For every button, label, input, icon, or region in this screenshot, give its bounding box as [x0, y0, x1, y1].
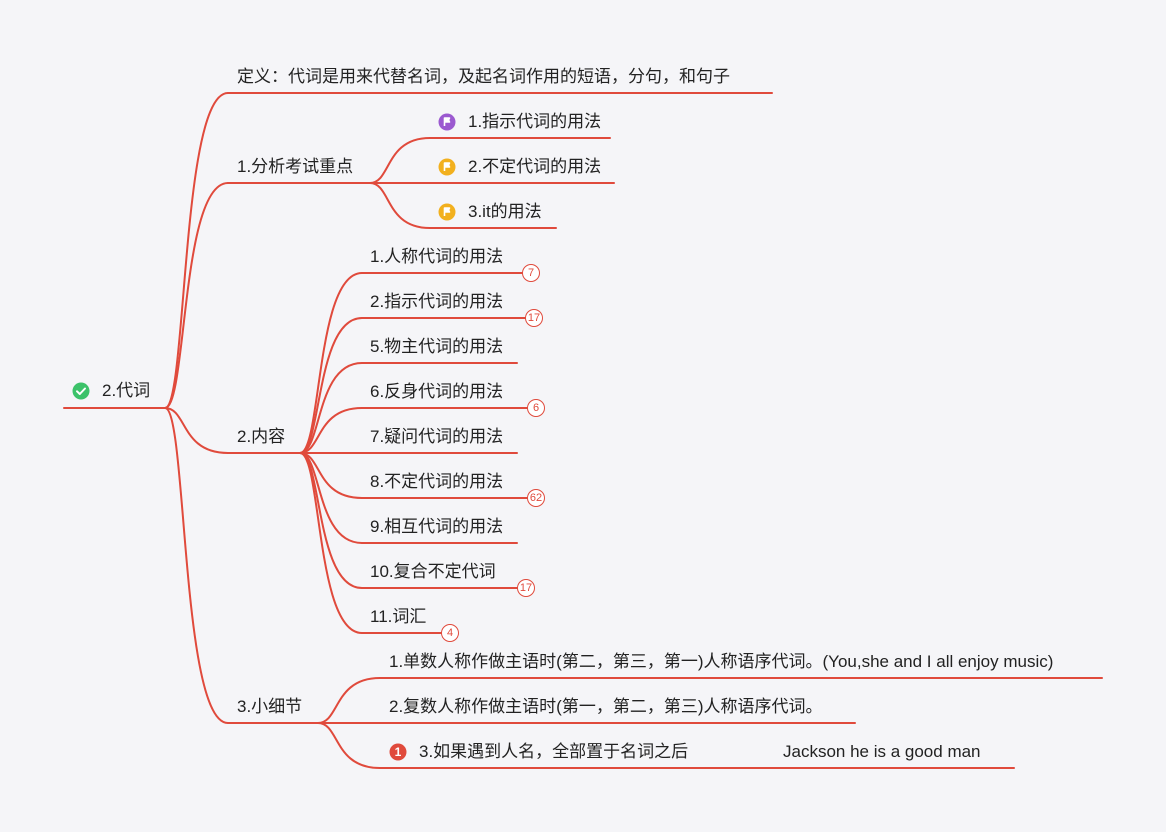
content-item[interactable]: 1.人称代词的用法 [370, 247, 503, 267]
analysis-item[interactable]: 2.不定代词的用法 [438, 157, 601, 177]
content-item-label: 1.人称代词的用法 [370, 247, 504, 266]
flag-yellow-icon [438, 158, 456, 176]
content-item[interactable]: 7.疑问代词的用法 [370, 427, 503, 447]
content-connector [299, 452, 363, 634]
root-label: 2.代词 [102, 381, 151, 400]
count-badge[interactable]: 7 [522, 264, 540, 282]
content-node[interactable]: 2.内容 [237, 427, 285, 447]
analysis-node[interactable]: 1.分析考试重点 [237, 157, 353, 177]
content-connector [299, 362, 363, 454]
example-node[interactable]: Jackson he is a good man [783, 742, 981, 762]
content-item-label: 2.指示代词的用法 [370, 292, 504, 311]
content-item-label: 6.反身代词的用法 [370, 382, 504, 401]
content-item-label: 5.物主代词的用法 [370, 337, 504, 356]
content-item[interactable]: 2.指示代词的用法 [370, 292, 503, 312]
content-connector [299, 272, 363, 454]
analysis-connector [369, 182, 431, 229]
definition-label: 定义：代词是用来代替名词，及起名词作用的短语，分句，和句子 [237, 67, 730, 86]
content-item[interactable]: 8.不定代词的用法 [370, 472, 503, 492]
details-item[interactable]: 2.复数人称作做主语时(第一，第二，第三)人称语序代词。 [389, 697, 823, 717]
content-item[interactable]: 10.复合不定代词 [370, 562, 496, 582]
details-item-label: 2.复数人称作做主语时(第一，第二，第三)人称语序代词。 [389, 697, 823, 716]
root-connector [164, 407, 229, 454]
content-item[interactable]: 5.物主代词的用法 [370, 337, 503, 357]
count-badge[interactable]: 4 [441, 624, 459, 642]
details-item[interactable]: 1 3.如果遇到人名，全部置于名词之后 [389, 742, 688, 762]
flag-yellow-icon [438, 203, 456, 221]
content-item[interactable]: 6.反身代词的用法 [370, 382, 503, 402]
analysis-item[interactable]: 3.it的用法 [438, 202, 542, 222]
content-item-label: 7.疑问代词的用法 [370, 427, 504, 446]
analysis-item-label: 1.指示代词的用法 [468, 112, 602, 131]
content-item-label: 8.不定代词的用法 [370, 472, 504, 491]
check-circle-icon [72, 382, 90, 400]
count-badge[interactable]: 6 [527, 399, 545, 417]
content-item-label: 9.相互代词的用法 [370, 517, 504, 536]
details-item[interactable]: 1.单数人称作做主语时(第二，第三，第一)人称语序代词。(You,she and… [389, 652, 1053, 672]
content-connector [299, 317, 363, 454]
example-label: Jackson he is a good man [783, 742, 981, 761]
details-connector [317, 722, 381, 769]
details-item-label: 1.单数人称作做主语时(第二，第三，第一)人称语序代词。(You,she and… [389, 652, 1054, 671]
priority-1-icon: 1 [389, 743, 407, 761]
analysis-item-label: 3.it的用法 [468, 202, 542, 221]
content-item-label: 10.复合不定代词 [370, 562, 496, 581]
count-badge[interactable]: 17 [525, 309, 543, 327]
details-connector [317, 677, 381, 724]
analysis-item[interactable]: 1.指示代词的用法 [438, 112, 601, 132]
root-node[interactable]: 2.代词 [72, 381, 150, 401]
count-badge[interactable]: 62 [527, 489, 545, 507]
root-connector [164, 182, 229, 409]
analysis-label: 1.分析考试重点 [237, 157, 354, 176]
details-node[interactable]: 3.小细节 [237, 697, 302, 717]
content-item-label: 11.词汇 [370, 607, 427, 626]
details-label: 3.小细节 [237, 697, 303, 716]
root-connector [164, 92, 229, 409]
analysis-connector [369, 137, 431, 184]
definition-node[interactable]: 定义：代词是用来代替名词，及起名词作用的短语，分句，和句子 [237, 67, 730, 87]
priority-number: 1 [395, 745, 402, 759]
root-connector [164, 407, 229, 724]
content-item[interactable]: 11.词汇 [370, 607, 426, 627]
count-badge[interactable]: 17 [517, 579, 535, 597]
content-label: 2.内容 [237, 427, 286, 446]
content-connector [299, 407, 363, 454]
content-item[interactable]: 9.相互代词的用法 [370, 517, 503, 537]
details-item-label: 3.如果遇到人名，全部置于名词之后 [419, 742, 689, 761]
analysis-item-label: 2.不定代词的用法 [468, 157, 602, 176]
flag-purple-icon [438, 113, 456, 131]
